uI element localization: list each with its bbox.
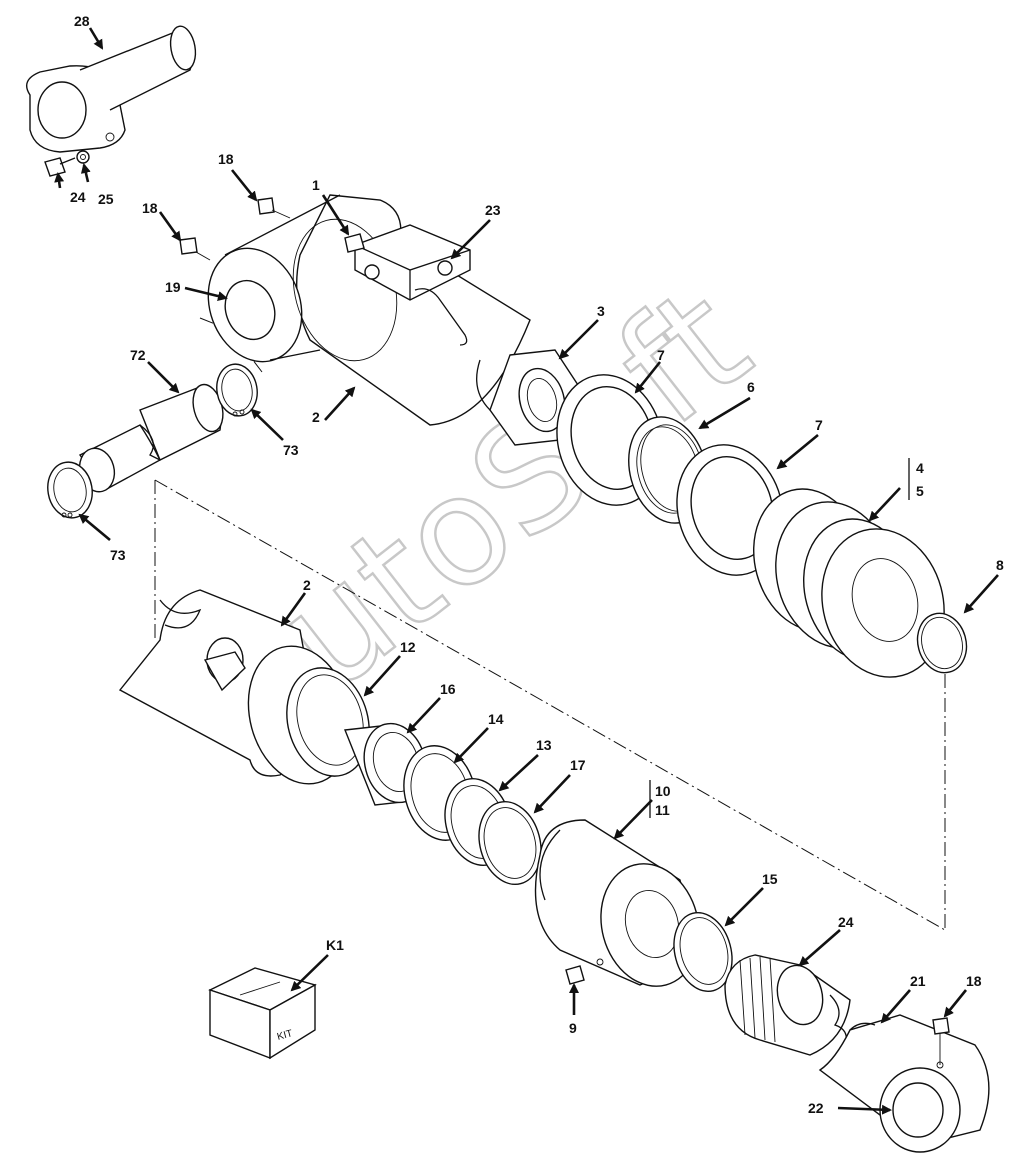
callout-14: 14: [488, 711, 504, 727]
callout-22: 22: [808, 1100, 824, 1116]
callout-18: 18: [142, 200, 158, 216]
part-73-snap-ring: [47, 461, 93, 519]
callout-24: 24: [838, 914, 854, 930]
part-18-grease-fitting: [257, 197, 291, 219]
callout-12: 12: [400, 639, 416, 655]
part-8-o-ring: [916, 612, 968, 674]
callout-13: 13: [536, 737, 552, 753]
callout-17: 17: [570, 757, 586, 773]
leader-arrows: [54, 27, 999, 1115]
part-17-ring: [478, 800, 542, 886]
callout-18: 18: [218, 151, 234, 167]
callout-73: 73: [110, 547, 126, 563]
callout-18: 18: [966, 973, 982, 989]
callout-2: 2: [312, 409, 320, 425]
part-18-grease-fitting: [932, 1017, 950, 1035]
part-1-fitting: [344, 233, 365, 253]
callout-k1: K1: [326, 937, 344, 953]
callout-7: 7: [657, 347, 665, 363]
callout-9: 9: [569, 1020, 577, 1036]
callout-2: 2: [303, 577, 311, 593]
part-25-washer: [76, 150, 90, 164]
part-9-set-screw: [565, 965, 585, 985]
callout-25: 25: [98, 191, 114, 207]
part-72-pivot-pin: [78, 383, 224, 493]
callout-23: 23: [485, 202, 501, 218]
part-73-snap-ring: [216, 363, 258, 417]
callout-73: 73: [283, 442, 299, 458]
callout-72: 72: [130, 347, 146, 363]
callout-8: 8: [996, 557, 1004, 573]
part-12-wiper: [286, 667, 370, 777]
part-24-bolt: [44, 157, 76, 177]
callout-4: 4: [916, 460, 924, 476]
part-15-ring: [673, 911, 733, 993]
part-23-valve-block: [354, 224, 471, 346]
callout-10: 10: [655, 783, 671, 799]
callout-28: 28: [74, 13, 90, 29]
callout-1: 1: [312, 177, 320, 193]
part-k1-kit-box: [208, 967, 317, 1060]
callout-19: 19: [165, 279, 181, 295]
callout-7: 7: [815, 417, 823, 433]
kit-box-label: KIT: [276, 1028, 294, 1043]
callout-11: 11: [655, 802, 670, 818]
part-22-bushing: [892, 1082, 944, 1138]
part-4-5-piston: [753, 488, 945, 678]
callout-6: 6: [747, 379, 755, 395]
callout-24: 24: [70, 189, 86, 205]
part-28-pin-plate: [26, 25, 197, 153]
part-18-grease-fitting: [179, 237, 211, 261]
callout-21: 21: [910, 973, 926, 989]
callout-labels: 28 24 25 18 18 1 23 19 3 72 2 73 73 7 6 …: [70, 13, 1004, 1116]
part-3-hex-nut: [489, 349, 579, 446]
callout-15: 15: [762, 871, 778, 887]
callout-16: 16: [440, 681, 456, 697]
part-24-rod: [724, 954, 851, 1056]
callout-3: 3: [597, 303, 605, 319]
callout-5: 5: [916, 483, 924, 499]
